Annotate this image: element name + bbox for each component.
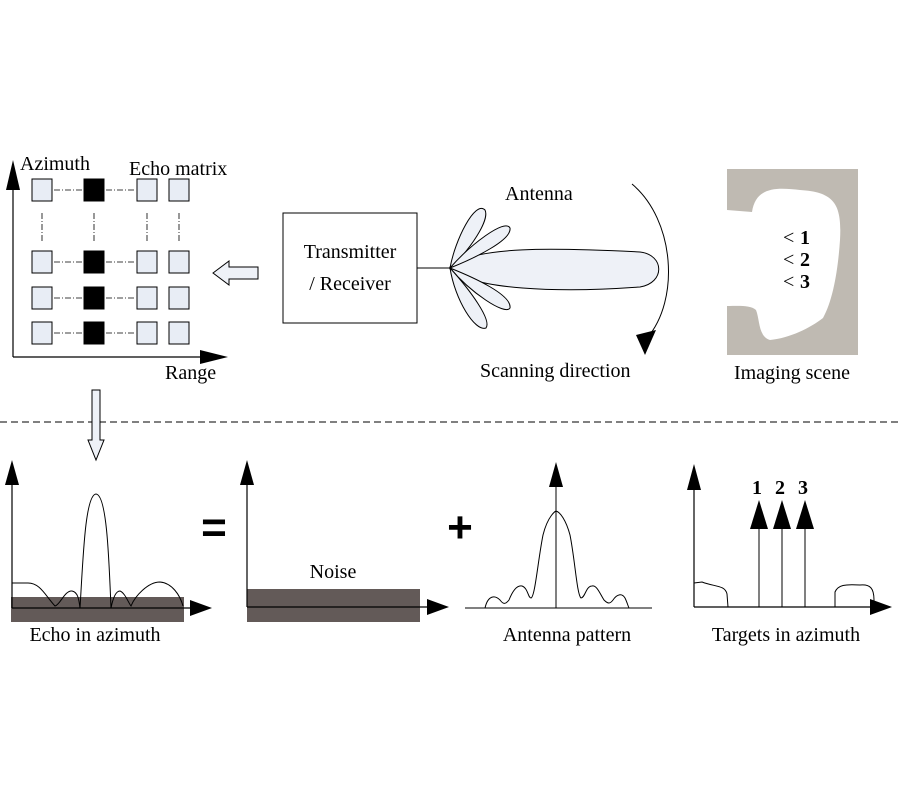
equals-sign: =	[201, 503, 227, 552]
side-lobe	[449, 225, 511, 269]
scanning-arc	[631, 183, 669, 339]
antenna-label: Antenna	[505, 183, 573, 205]
antenna-beam: Antenna	[449, 183, 660, 329]
scene-target-marker-icon: <	[783, 227, 794, 249]
target-clutter-right	[834, 584, 875, 607]
scene-target-marker-icon: <	[783, 249, 794, 271]
target-clutter-left	[693, 581, 729, 608]
matrix-cells	[31, 178, 190, 345]
imaging-scene: <1 <2 <3 Imaging scene	[727, 169, 858, 384]
data-flow-down-arrow-icon	[87, 389, 105, 462]
echo-matrix-panel: Azimuth Echo matrix Range	[6, 153, 228, 384]
matrix-cell-highlighted	[83, 286, 105, 310]
echo-x-arrow-icon	[190, 600, 212, 616]
matrix-cell-highlighted	[83, 178, 105, 202]
azimuth-axis-arrow-icon	[6, 160, 20, 190]
noise-label: Noise	[310, 561, 357, 583]
echo-noise-floor	[11, 597, 184, 622]
noise-x-arrow-icon	[427, 599, 449, 615]
matrix-cell-highlighted	[83, 321, 105, 345]
echo-curve	[12, 493, 184, 609]
matrix-cell	[168, 250, 190, 274]
matrix-cell	[31, 178, 53, 202]
matrix-cell	[31, 286, 53, 310]
azimuth-label: Azimuth	[20, 153, 90, 175]
side-lobe	[449, 266, 488, 329]
scene-targets: <1 <2 <3	[783, 227, 810, 293]
target-impulse-arrow-icon	[796, 500, 814, 529]
scene-target-marker-icon: <	[783, 271, 794, 293]
imaging-scene-label: Imaging scene	[734, 362, 850, 384]
range-label: Range	[165, 362, 216, 384]
pattern-curve	[484, 510, 630, 609]
target-impulse-arrow-icon	[773, 500, 791, 529]
antenna-pattern-plot: Antenna pattern	[465, 462, 652, 646]
target-impulse-label: 2	[775, 477, 785, 499]
matrix-cell	[136, 286, 158, 310]
scene-target-label: 1	[800, 227, 810, 249]
target-impulse-label: 3	[798, 477, 808, 499]
echo-y-arrow-icon	[5, 460, 19, 485]
matrix-cell	[168, 321, 190, 345]
transceiver-box: Transmitter / Receiver	[282, 212, 418, 324]
data-flow-left-arrow-icon	[212, 260, 259, 286]
pattern-y-arrow-icon	[549, 462, 563, 487]
echo-matrix-title: Echo matrix	[129, 158, 227, 180]
noise-plot: Noise	[240, 460, 449, 622]
target-impulse-arrow-icon	[750, 500, 768, 529]
targets-y-arrow-icon	[687, 464, 701, 490]
scene-target-label: 2	[800, 249, 810, 271]
echo-in-azimuth-label: Echo in azimuth	[29, 624, 160, 646]
side-lobe	[449, 207, 487, 270]
transceiver-line1: Transmitter	[304, 241, 397, 263]
targets-in-azimuth-label: Targets in azimuth	[712, 624, 860, 646]
target-impulse-label: 1	[752, 477, 762, 499]
matrix-cell	[136, 321, 158, 345]
main-lobe	[449, 248, 660, 291]
matrix-cell	[31, 321, 53, 345]
matrix-cell-highlighted	[83, 250, 105, 274]
scanning-direction-label: Scanning direction	[480, 360, 631, 382]
matrix-cell	[168, 286, 190, 310]
side-lobe	[449, 267, 511, 310]
range-axis-arrow-icon	[200, 350, 228, 364]
matrix-cell	[31, 250, 53, 274]
echo-in-azimuth-plot: Echo in azimuth	[5, 460, 212, 646]
matrix-cell	[136, 178, 158, 202]
noise-band	[247, 589, 420, 622]
matrix-cell	[136, 250, 158, 274]
scene-target-label: 3	[800, 271, 810, 293]
noise-y-arrow-icon	[240, 460, 254, 485]
matrix-cell	[168, 178, 190, 202]
plus-sign: +	[447, 503, 473, 552]
scanning-arrow-icon	[636, 330, 656, 355]
targets-x-arrow-icon	[870, 599, 892, 615]
antenna-pattern-label: Antenna pattern	[503, 624, 631, 646]
transceiver-line2: / Receiver	[309, 273, 391, 295]
scene-region	[727, 188, 841, 340]
